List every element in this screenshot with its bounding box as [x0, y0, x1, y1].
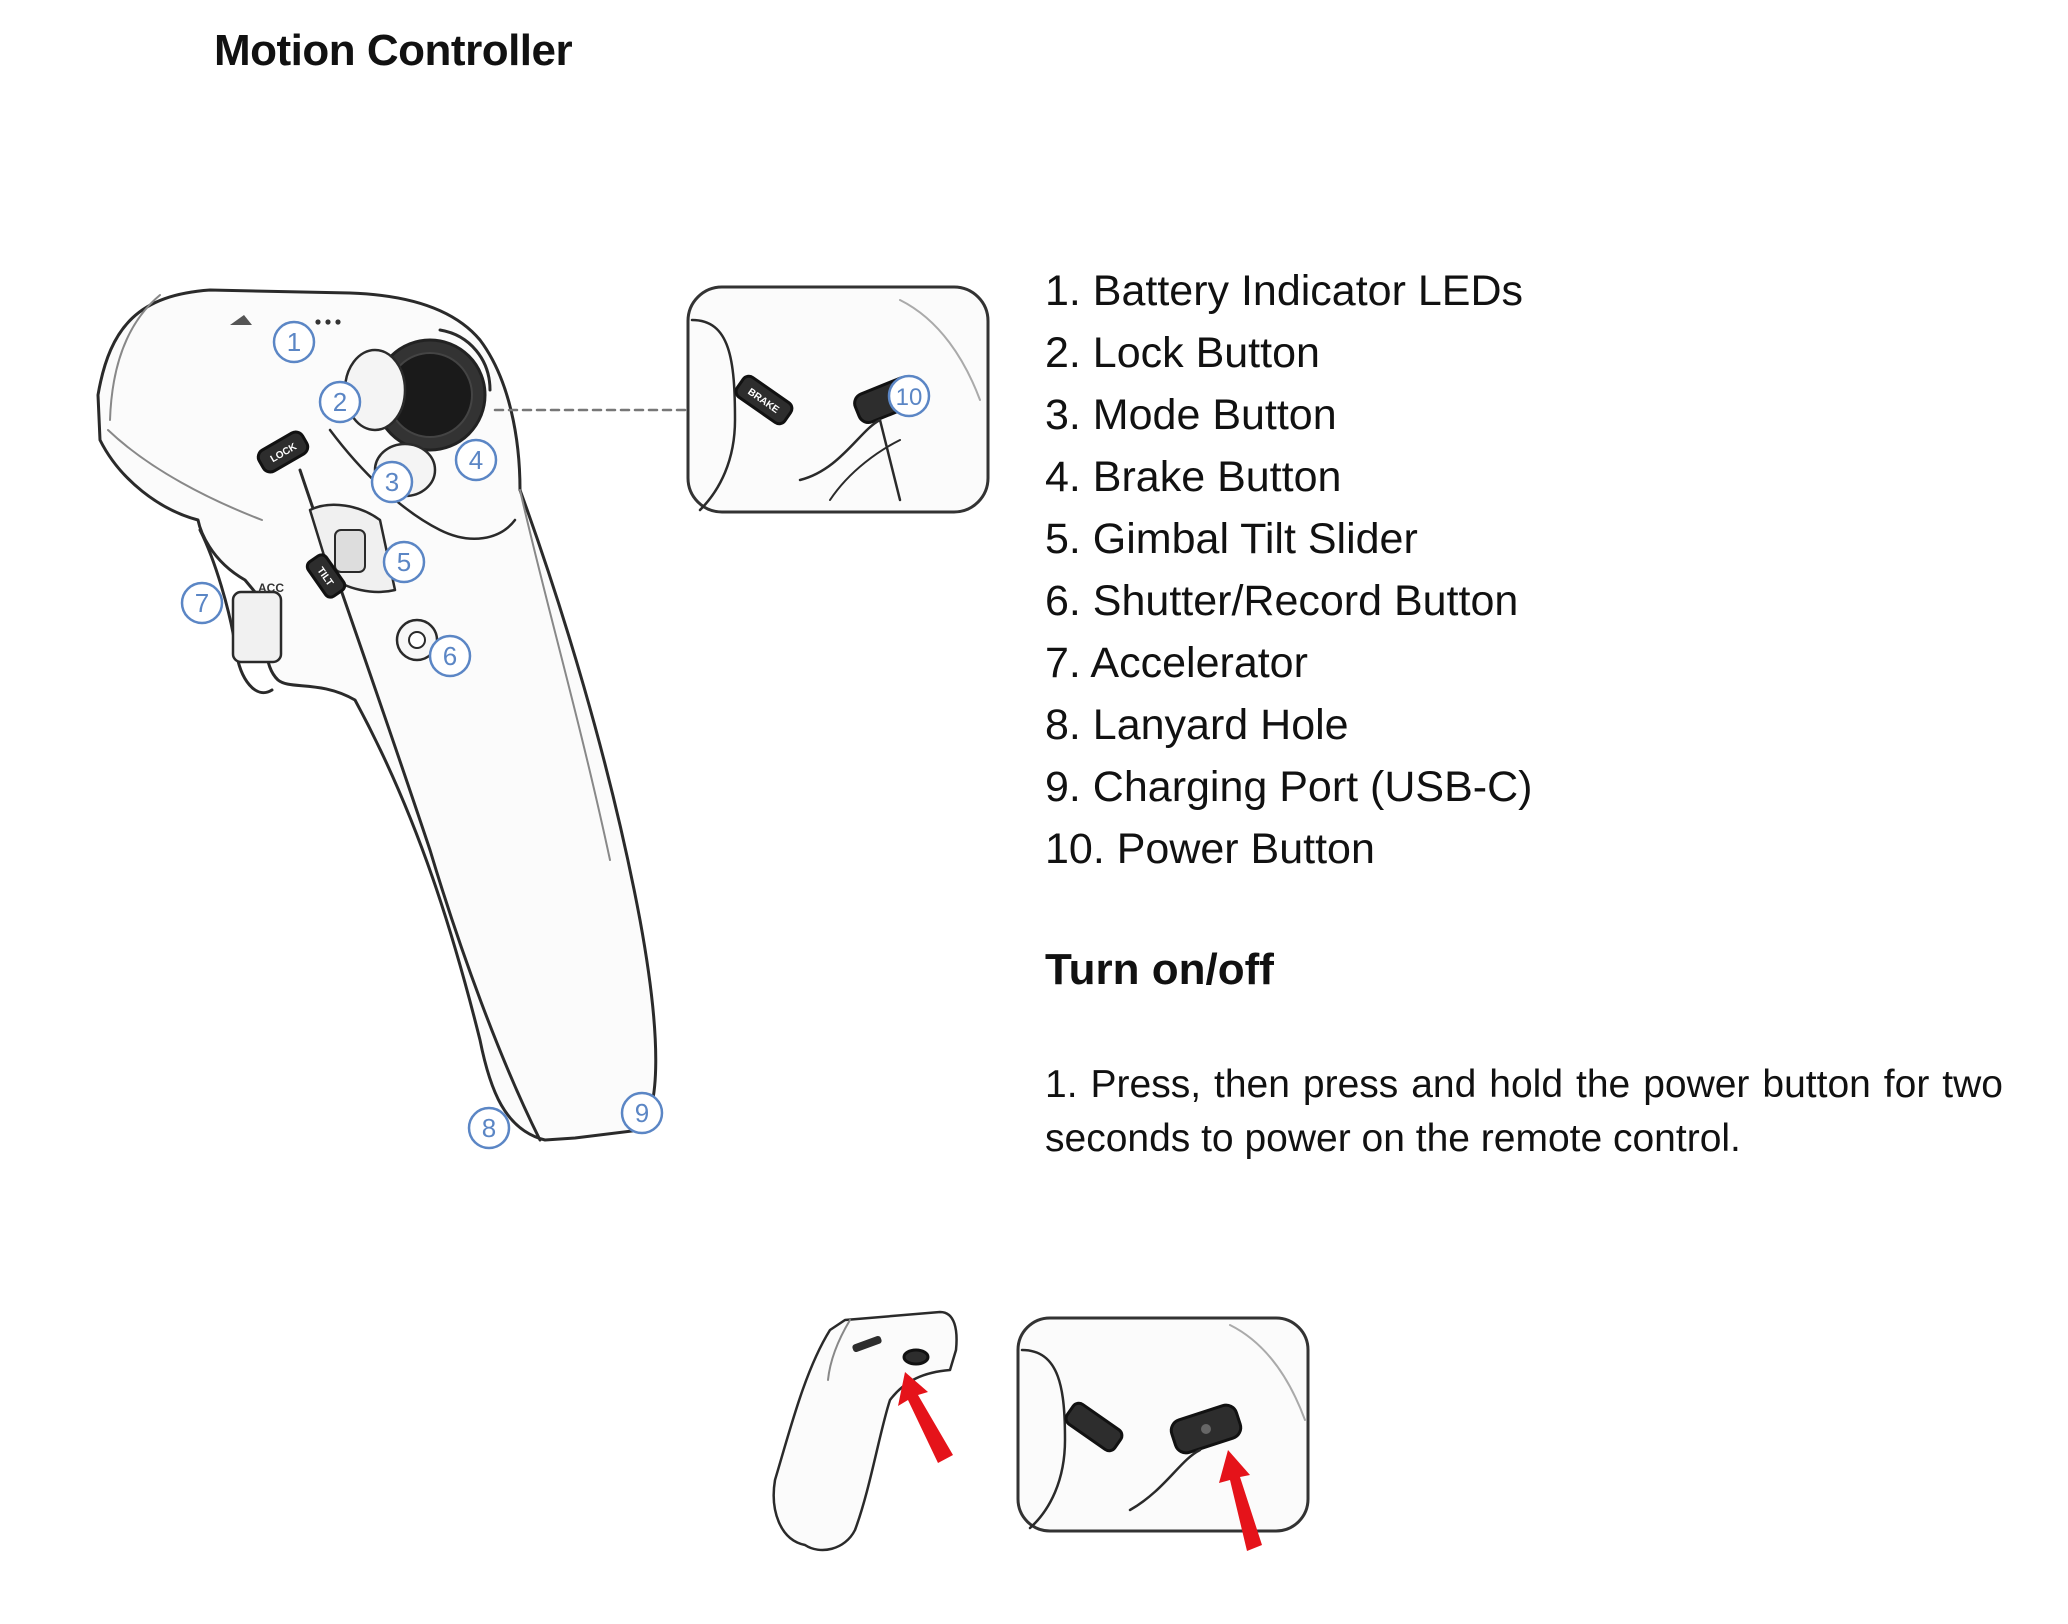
list-item: 5. Gimbal Tilt Slider: [1045, 515, 1418, 563]
red-arrows: [898, 1372, 1262, 1551]
callout-circle: [454, 438, 498, 482]
list-item: 1. Battery Indicator LEDs: [1045, 267, 1523, 315]
callout-5: 5: [397, 547, 411, 577]
page-title: Motion Controller: [214, 26, 573, 75]
callout-3: 3: [385, 467, 399, 497]
callout-7: 7: [195, 588, 209, 618]
callout-circle: [370, 460, 414, 504]
callout-circle: [318, 380, 362, 424]
callout-circle: [467, 1106, 511, 1150]
callout-circle: [887, 374, 931, 418]
callout-circle: [428, 634, 472, 678]
list-item: 9. Charging Port (USB-C): [1045, 763, 1533, 811]
list-item: 4. Brake Button: [1045, 453, 1342, 501]
list-item: 3. Mode Button: [1045, 391, 1337, 439]
callout-8: 8: [482, 1113, 496, 1143]
power-button-inset: [686, 285, 990, 514]
list-item: 8. Lanyard Hole: [1045, 701, 1349, 749]
brake-label-2: BRAKE: [1649, 594, 1685, 624]
controller-illustration: [96, 288, 658, 1142]
power-on-step-illustration-2: [1016, 1316, 1310, 1533]
callout-6: 6: [443, 641, 457, 671]
list-item: 2. Lock Button: [1045, 329, 1320, 377]
callout-4: 4: [469, 445, 483, 475]
section-heading: Turn on/off: [1045, 945, 1274, 994]
callout-circle: [272, 320, 316, 364]
callout-1: 1: [287, 327, 301, 357]
callout-circle: [382, 540, 426, 584]
arrow-icon: [1219, 1450, 1262, 1551]
callouts: [180, 320, 931, 1150]
parts-list: 1. Battery Indicator LEDs 2. Lock Button…: [1045, 260, 1533, 880]
accelerator-label: ACC: [258, 581, 284, 595]
callout-10: 10: [896, 384, 923, 411]
list-item: 6. Shutter/Record Button: [1045, 577, 1519, 625]
callout-circle: [180, 581, 224, 625]
list-item: 10. Power Button: [1045, 825, 1375, 873]
power-on-step-illustration-1: [772, 1310, 958, 1552]
callout-9: 9: [635, 1098, 649, 1128]
list-item: 7. Accelerator: [1045, 639, 1308, 687]
callout-circle: [620, 1091, 664, 1135]
callout-2: 2: [333, 387, 347, 417]
arrow-icon: [898, 1372, 953, 1463]
instruction-text: 1. Press, then press and hold the power …: [1045, 1063, 2003, 1160]
